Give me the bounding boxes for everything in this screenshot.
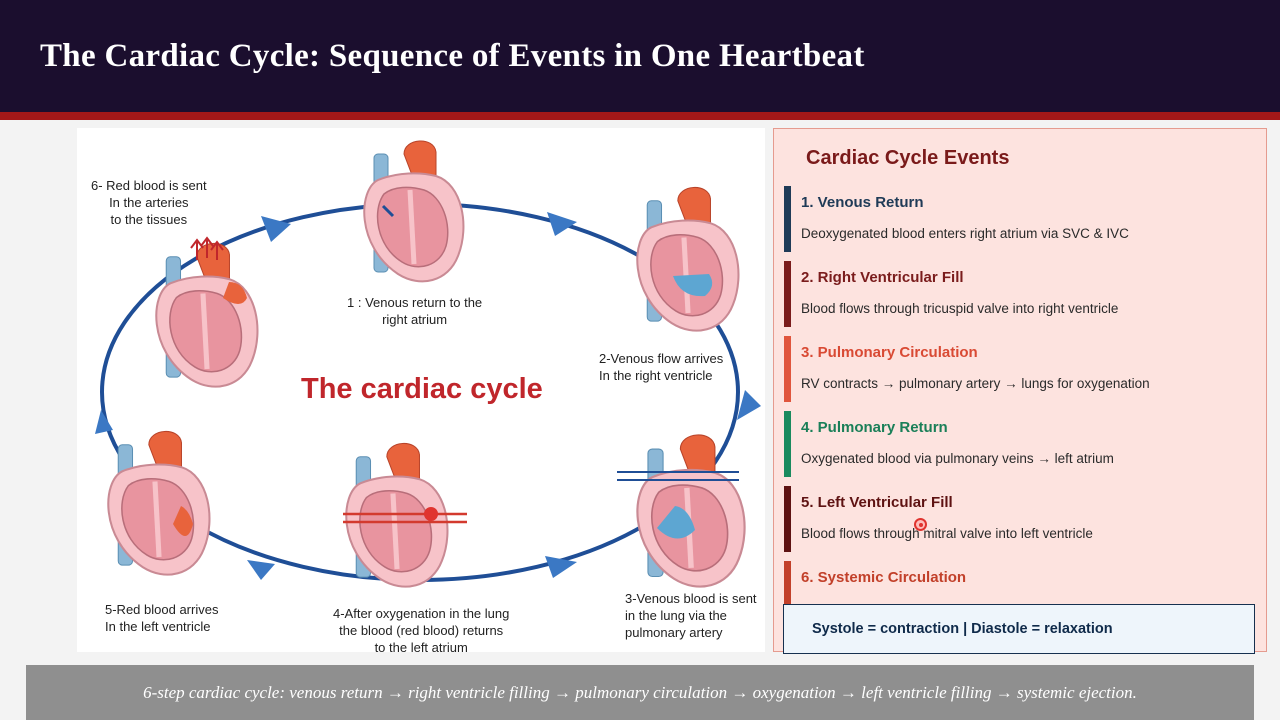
cardiac-cycle-diagram: The cardiac cycle 1 : Venous return to t… [77,128,765,655]
slide-header: The Cardiac Cycle: Sequence of Events in… [0,0,1280,112]
event-right-ventricular-fill: 2. Right Ventricular Fill Blood flows th… [784,261,1254,327]
heart-step-2 [637,187,738,330]
event-accent-bar [784,336,791,402]
cardiac-cycle-events-panel: Cardiac Cycle Events 1. Venous Return De… [773,128,1267,654]
event-accent-bar [784,561,791,605]
subtitle-text: 6-step cardiac cycle: venous return → ri… [143,683,1137,702]
step-3-caption-line-2: in the lung via the [625,608,727,623]
heart-step-1 [364,141,463,281]
heart-step-5 [108,431,209,574]
event-description: Oxygenated blood via pulmonary veins → l… [801,451,1114,466]
step-6-caption-line-1: 6- Red blood is sent [91,178,207,193]
systole-diastole-summary: Systole = contraction | Diastole = relax… [783,604,1255,654]
heart-step-6 [156,236,257,387]
step-5-caption-line-2: In the left ventricle [105,619,211,634]
step-2-caption-line-2: In the right ventricle [599,368,713,383]
step-4-caption: 4-After oxygenation in the lung the bloo… [333,605,509,656]
subtitle-bar: 6-step cardiac cycle: venous return → ri… [26,665,1254,720]
events-panel-title: Cardiac Cycle Events [806,147,1010,169]
event-accent-bar [784,486,791,552]
cursor-indicator-icon [914,518,927,531]
heart-step-4 [343,443,467,586]
cycle-illustration [95,128,761,652]
step-6-caption-line-2: In the arteries [109,195,189,210]
step-4-caption-line-1: 4-After oxygenation in the lung [333,606,510,621]
event-title: 4. Pulmonary Return [801,419,948,436]
event-left-ventricular-fill: 5. Left Ventricular Fill Blood flows thr… [784,486,1254,552]
step-1-caption: 1 : Venous return to the right atrium [347,294,482,328]
event-pulmonary-return: 4. Pulmonary Return Oxygenated blood via… [784,411,1254,477]
header-divider [0,112,1280,120]
step-3-caption: 3-Venous blood is sent in the lung via t… [625,590,757,641]
event-accent-bar [784,186,791,252]
step-2-caption-line-1: 2-Venous flow arrives [599,351,724,366]
event-title: 6. Systemic Circulation [801,569,967,586]
step-4-caption-line-3: to the left atrium [374,640,468,655]
event-accent-bar [784,411,791,477]
step-1-caption-line-2: right atrium [382,312,448,327]
diagram-title: The cardiac cycle [301,373,543,405]
event-title: 5. Left Ventricular Fill [801,494,953,511]
event-title: 2. Right Ventricular Fill [801,269,964,286]
heart-step-3 [617,435,745,587]
step-5-caption: 5-Red blood arrives In the left ventricl… [105,601,218,635]
step-6-caption-line-3: to the tissues [110,212,188,227]
event-accent-bar [784,261,791,327]
step-2-caption: 2-Venous flow arrives In the right ventr… [599,350,723,384]
event-venous-return: 1. Venous Return Deoxygenated blood ente… [784,186,1254,252]
event-description: Deoxygenated blood enters right atrium v… [801,226,1129,241]
step-5-caption-line-1: 5-Red blood arrives [105,602,219,617]
step-4-caption-line-2: the blood (red blood) returns [339,623,504,638]
step-3-caption-line-3: pulmonary artery [625,625,723,640]
step-1-caption-line-1: 1 : Venous return to the [347,295,483,310]
event-title: 1. Venous Return [801,194,924,211]
step-3-caption-line-1: 3-Venous blood is sent [625,591,757,606]
event-systemic-circulation: 6. Systemic Circulation [784,561,1254,605]
event-pulmonary-circulation: 3. Pulmonary Circulation RV contracts → … [784,336,1254,402]
step-6-caption: 6- Red blood is sent In the arteries to … [91,177,207,228]
event-description: Blood flows through tricuspid valve into… [801,301,1119,316]
event-description: RV contracts → pulmonary artery → lungs … [801,376,1150,391]
event-title: 3. Pulmonary Circulation [801,344,978,361]
event-description: Blood flows through mitral valve into le… [801,526,1093,541]
slide-title: The Cardiac Cycle: Sequence of Events in… [40,38,865,74]
